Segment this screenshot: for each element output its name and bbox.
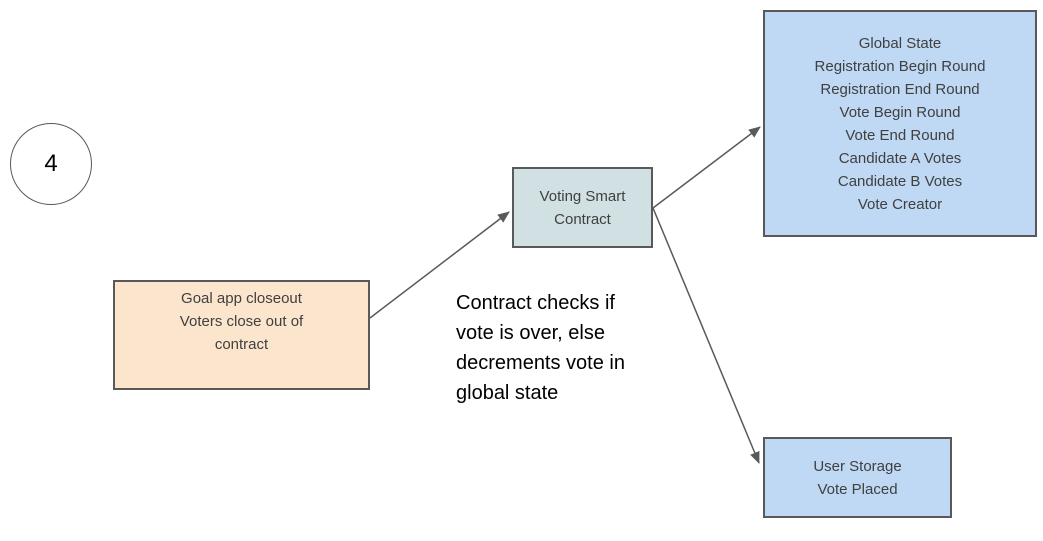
step-marker-label: 4 — [44, 150, 58, 177]
node-voting-smart-contract-label: Voting Smart Contract — [539, 187, 626, 228]
node-user-storage: User Storage Vote Placed — [763, 437, 952, 518]
node-goal-app-closeout-label: Goal app closeout Voters close out of co… — [179, 290, 304, 353]
node-goal-app-closeout: Goal app closeout Voters close out of co… — [113, 280, 370, 390]
node-global-state: Global State Registration Begin Round Re… — [763, 10, 1037, 237]
node-voting-smart-contract: Voting Smart Contract — [512, 167, 653, 248]
step-marker-circle: 4 — [10, 123, 92, 205]
arrow-contract-to-user-storage — [652, 207, 760, 464]
annotation-contract-check: Contract checks if vote is over, else de… — [456, 292, 625, 404]
arrow-goal-to-contract — [369, 211, 510, 319]
node-user-storage-label: User Storage Vote Placed — [813, 457, 902, 498]
node-global-state-label: Global State Registration Begin Round Re… — [814, 34, 986, 213]
arrow-contract-to-global-state — [652, 126, 761, 209]
